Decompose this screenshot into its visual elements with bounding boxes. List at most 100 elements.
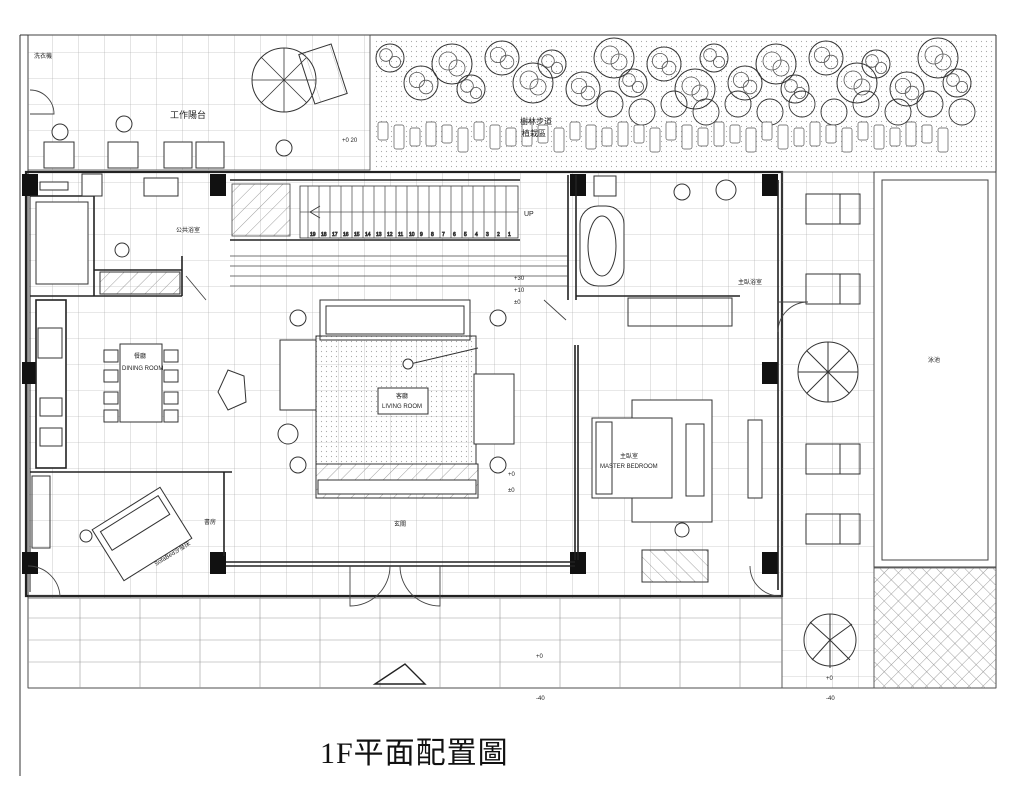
label-corner: 洗衣機 — [34, 52, 52, 60]
chair — [163, 349, 179, 363]
bath-fixtures — [35, 173, 181, 295]
tree — [836, 62, 878, 104]
tree — [403, 65, 439, 101]
tree — [889, 71, 925, 107]
umbrella-rib — [261, 79, 285, 103]
stone — [809, 121, 821, 147]
tree — [646, 46, 682, 82]
label-pool: 泳池 — [928, 356, 940, 364]
landing-steps — [230, 255, 568, 287]
stair-number: 11 — [398, 232, 403, 238]
stone — [425, 121, 437, 147]
stone — [617, 121, 629, 147]
stone — [681, 124, 693, 150]
plan-title: 1F平面配置圖 — [320, 737, 509, 770]
tree-leaf — [904, 85, 920, 101]
room-labels: 工作陽台 洗衣機 樹林步道 植栽區 公共浴室 主臥浴室 餐廳 DINING RO… — [34, 52, 940, 702]
tree — [484, 40, 520, 76]
tree — [852, 90, 880, 118]
tree — [375, 43, 405, 73]
tree-leaf — [772, 59, 790, 77]
lounger-frame — [805, 443, 861, 475]
tree — [565, 71, 601, 107]
stone — [473, 121, 485, 141]
stair-number: 5 — [464, 232, 467, 238]
tree-leaf — [610, 53, 628, 71]
stone — [489, 124, 501, 150]
stair-number: 2 — [497, 232, 500, 238]
tree-leaf — [784, 79, 798, 93]
tree-leaf — [681, 76, 701, 96]
level-c: ±0 — [514, 300, 521, 306]
chair — [103, 369, 119, 383]
entrance-arrow — [372, 663, 427, 685]
tree — [916, 90, 944, 118]
column — [210, 552, 226, 574]
forest-walkway — [372, 37, 994, 170]
level-e: ±0 — [508, 488, 515, 494]
tree-leaf — [600, 45, 620, 65]
stone — [937, 127, 949, 153]
lounger — [805, 273, 861, 305]
tree-leaf — [946, 73, 960, 87]
stair-number: 14 — [365, 232, 371, 238]
tree-leaf — [632, 81, 645, 94]
stone — [521, 121, 533, 147]
tree-leaf — [551, 62, 564, 75]
tree — [660, 90, 688, 118]
stone — [905, 121, 917, 147]
tree — [942, 68, 972, 98]
column — [762, 552, 778, 574]
label-work-balcony: 工作陽台 — [170, 109, 206, 120]
level-i: -40 — [826, 696, 835, 702]
stair-number: 16 — [343, 232, 349, 238]
stone — [441, 124, 453, 144]
level-d: +0 — [508, 472, 516, 478]
lounger — [805, 193, 861, 225]
tree-leaf — [875, 62, 888, 75]
stone — [633, 124, 645, 144]
stair-number: 1 — [508, 232, 511, 238]
stair-number: 3 — [486, 232, 489, 238]
label-dining-en: DINING ROOM — [122, 366, 163, 372]
label-study: 書房 — [204, 518, 216, 526]
tree-leaf — [956, 81, 969, 94]
stone — [761, 121, 773, 141]
stone — [745, 127, 757, 153]
level-h: +0 — [826, 676, 834, 682]
stone — [697, 127, 709, 147]
chair — [103, 391, 119, 405]
stone — [841, 127, 853, 153]
lounger — [805, 513, 861, 545]
label-dining-cn: 餐廳 — [134, 352, 146, 360]
tree — [593, 37, 635, 79]
stone — [649, 127, 661, 153]
label-master-en: MASTER BEDROOM — [600, 464, 658, 470]
structural-columns — [22, 174, 778, 574]
column — [762, 362, 778, 384]
column — [210, 174, 226, 196]
stone — [585, 124, 597, 150]
tree-leaf — [448, 59, 466, 77]
tree — [724, 90, 752, 118]
tree-leaf — [843, 70, 863, 90]
stone — [377, 121, 389, 141]
dining-furniture — [37, 327, 247, 447]
tree — [674, 68, 716, 110]
stair-number: 7 — [442, 232, 445, 238]
stair-number: 9 — [420, 232, 423, 238]
tree-leaf — [580, 85, 596, 101]
stair-number: 13 — [376, 232, 382, 238]
stone — [873, 124, 885, 150]
stone — [393, 124, 405, 150]
tree — [512, 62, 554, 104]
label-living-en: LIVING ROOM — [382, 404, 422, 410]
deck-loungers — [805, 193, 861, 545]
level-a: +30 — [514, 276, 525, 282]
level-stair: +0 20 — [342, 138, 358, 144]
stone — [857, 121, 869, 141]
tree-leaf — [622, 73, 636, 87]
tree — [884, 98, 912, 126]
tree — [456, 74, 486, 104]
